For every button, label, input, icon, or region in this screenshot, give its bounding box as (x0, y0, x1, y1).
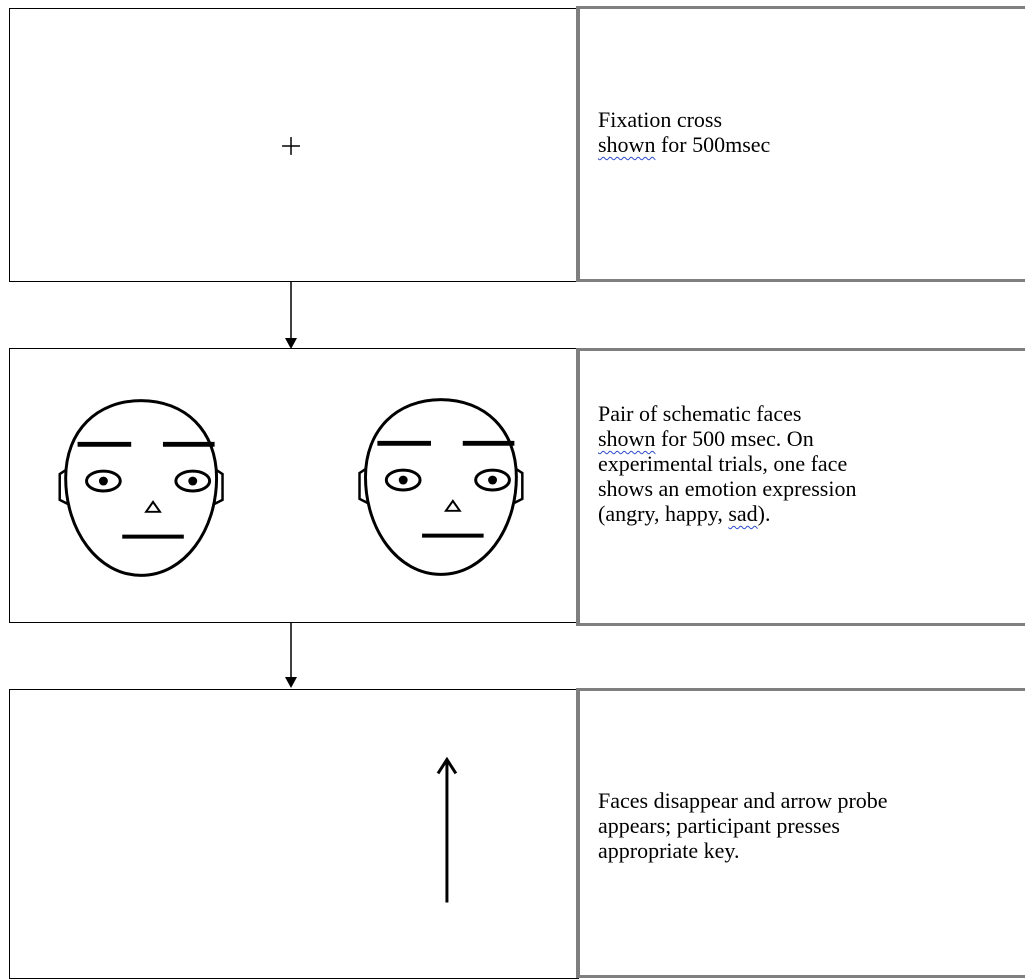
schematic-face-icon (358, 398, 524, 576)
caption-text: Pair of schematic faces (598, 401, 802, 426)
caption-line: Pair of schematic faces (598, 401, 1015, 426)
fixation-screen (9, 8, 579, 282)
caption-text: Fixation cross (598, 107, 723, 132)
down-arrow-icon (285, 623, 297, 688)
caption-line: shows an emotion expression (598, 476, 1015, 501)
faces-screen (9, 348, 579, 623)
caption-line: (angry, happy, sad). (598, 501, 1015, 526)
fixation-cross-icon (282, 137, 300, 155)
caption-text: appears; participant presses (598, 813, 840, 838)
caption-line: shown for 500msec (598, 132, 1015, 157)
caption-line: Fixation cross (598, 107, 1015, 132)
caption-text: (angry, happy, (598, 501, 729, 526)
faces-drawing (58, 398, 524, 577)
spellcheck-flagged-word: sad (728, 501, 758, 526)
caption-line: Faces disappear and arrow probe (598, 788, 1015, 813)
caption-text: for 500msec (655, 132, 771, 157)
caption-line: experimental trials, one face (598, 451, 1015, 476)
caption-line: shown for 500 msec. On (598, 426, 1015, 451)
schematic-face-icon (58, 399, 224, 577)
probe-screen (9, 689, 579, 979)
caption-line: appropriate key. (598, 838, 1015, 863)
arrow-probe-icon (436, 756, 458, 903)
caption-text: appropriate key. (598, 838, 740, 863)
caption-text: ). (757, 501, 771, 526)
caption-text: shows an emotion expression (598, 476, 857, 501)
caption-text: experimental trials, one face (598, 451, 848, 476)
caption-line: appears; participant presses (598, 813, 1015, 838)
spellcheck-flagged-word: shown (598, 132, 656, 157)
spellcheck-flagged-word: shown (598, 426, 656, 451)
caption-text: Faces disappear and arrow probe (598, 788, 888, 813)
caption-text: for 500 msec. On (655, 426, 814, 451)
down-arrow-icon (285, 282, 297, 349)
